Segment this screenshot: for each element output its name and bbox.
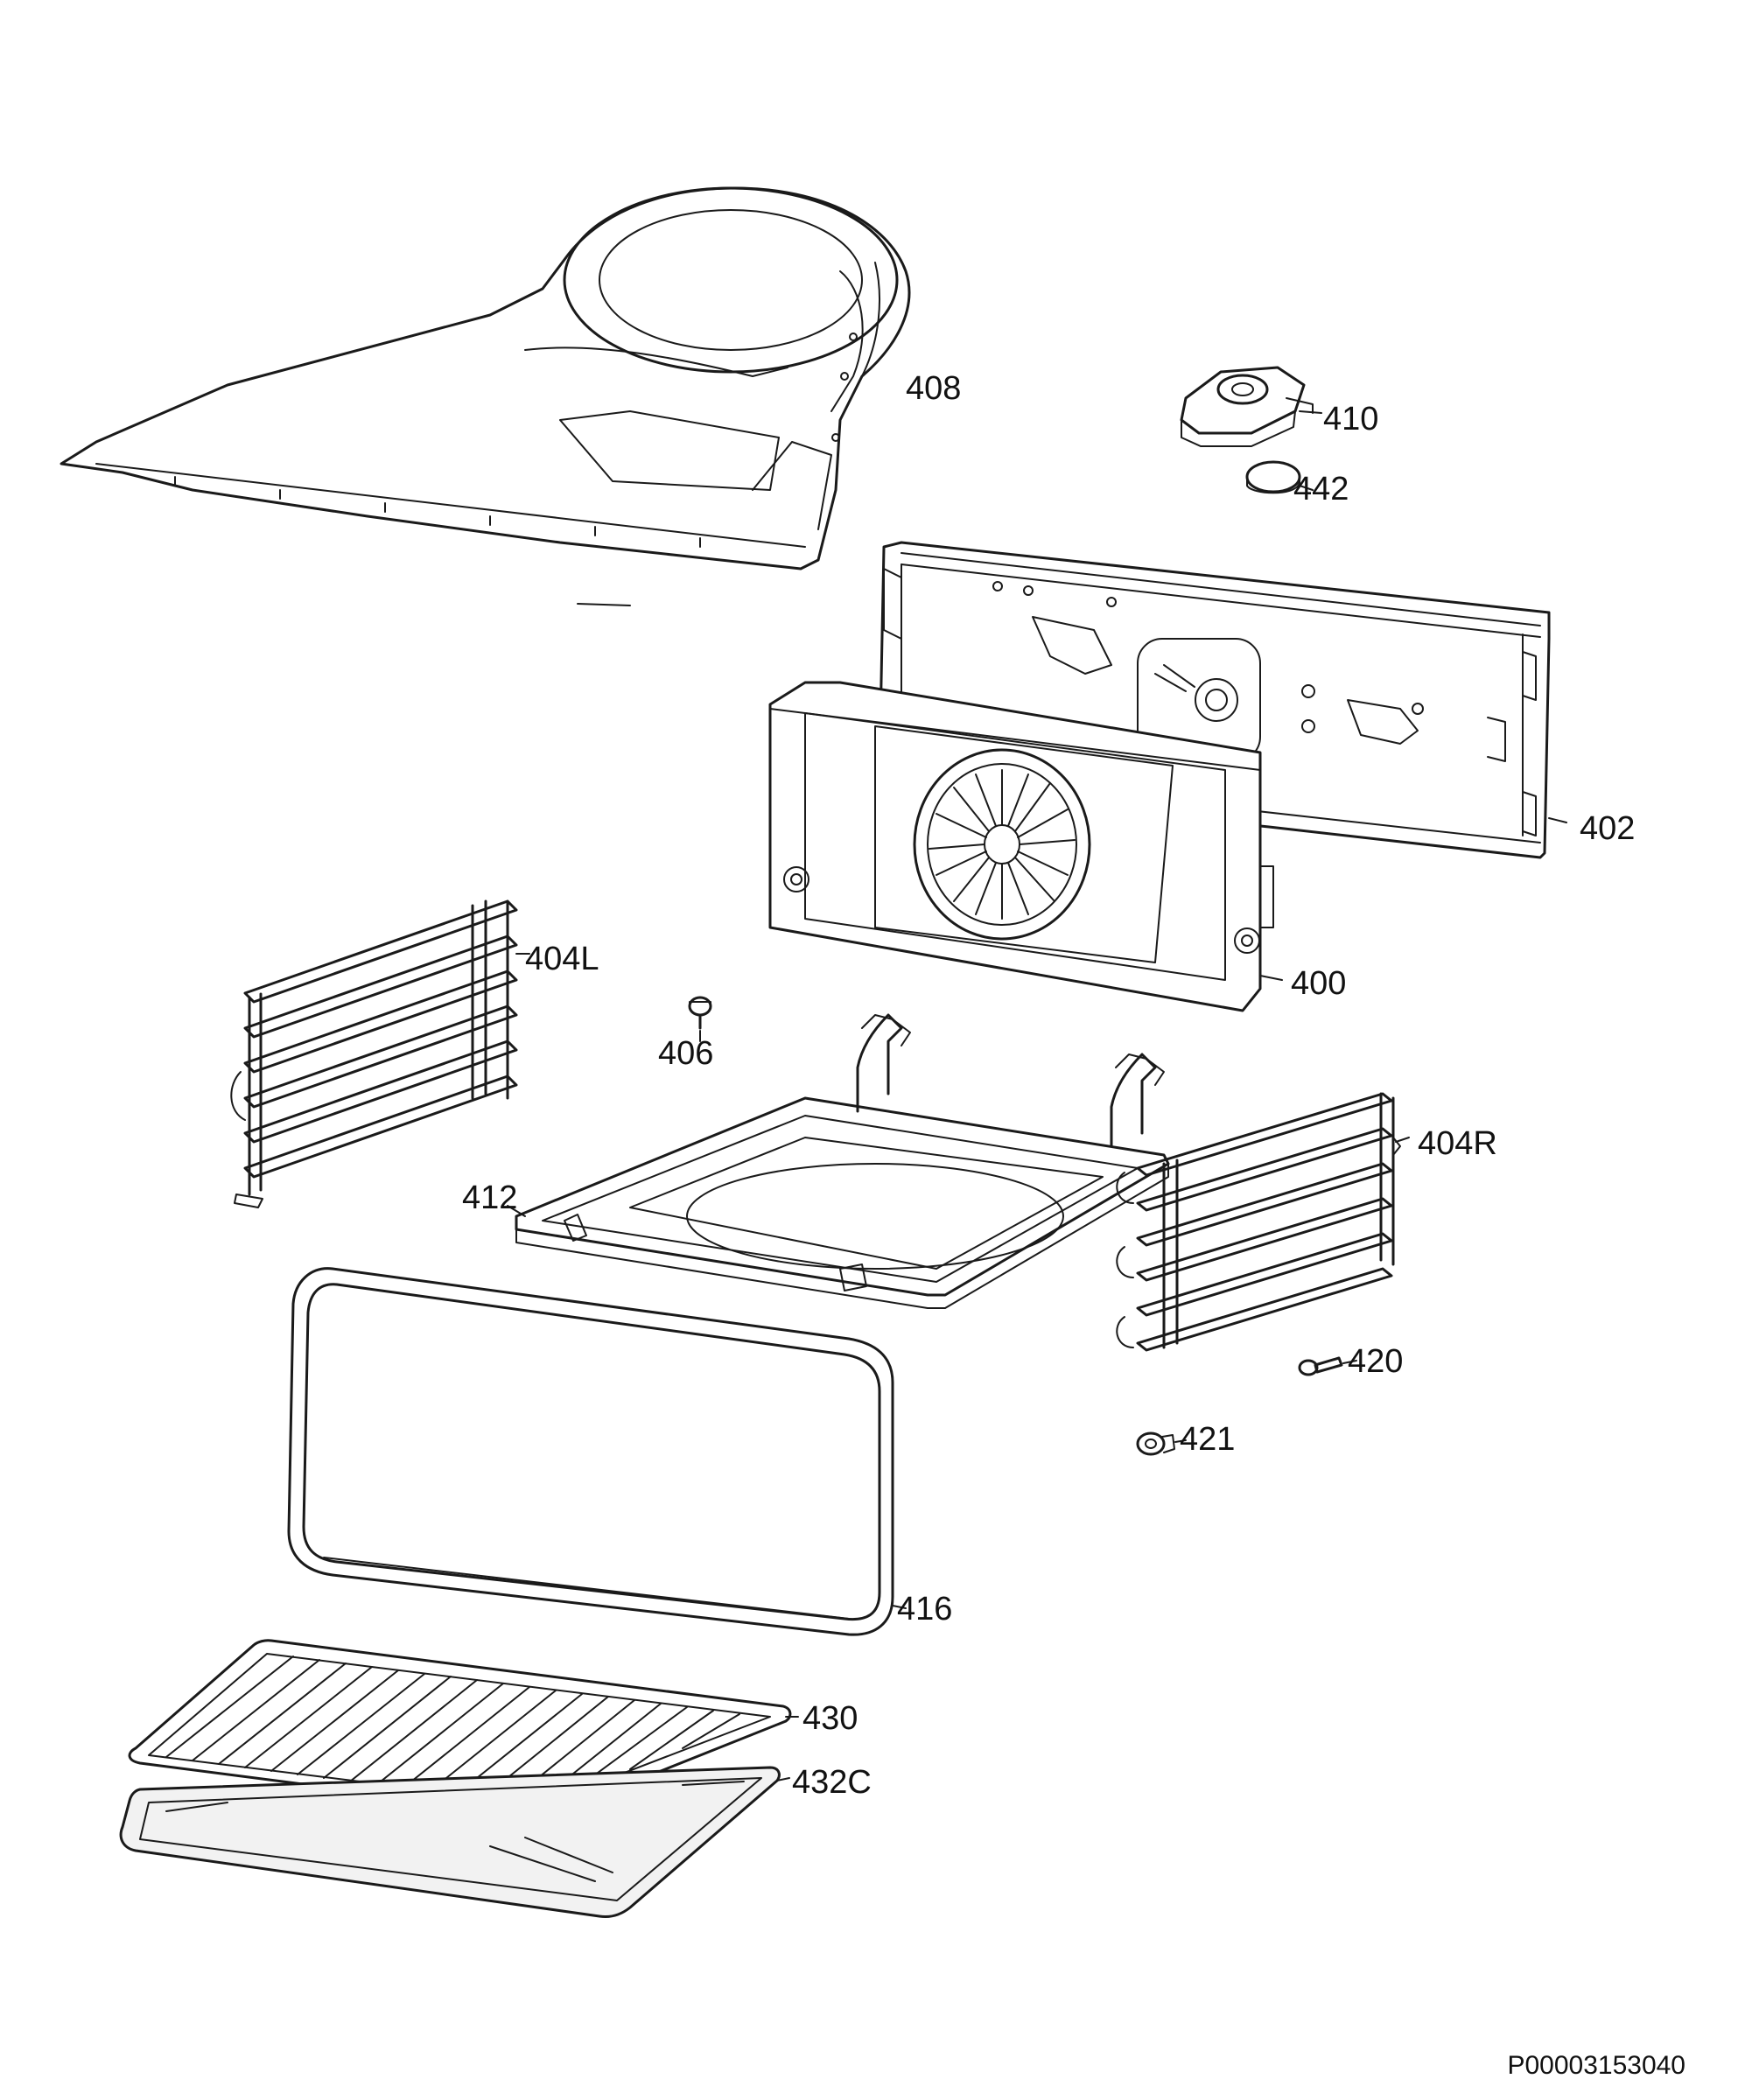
part-420-screw xyxy=(1298,1356,1343,1376)
part-406-clip xyxy=(688,996,712,1030)
callout-432C: 432C xyxy=(792,1764,872,1801)
part-400-fan-grille-panel xyxy=(768,681,1274,1012)
part-404R-right-shelf-runner xyxy=(1116,1092,1401,1352)
callout-410: 410 xyxy=(1323,401,1379,438)
callout-408: 408 xyxy=(906,370,962,407)
callout-430: 430 xyxy=(802,1700,858,1737)
part-412-heater-frame xyxy=(515,1013,1170,1309)
part-408-fan-duct-cover xyxy=(60,186,911,606)
callout-404L: 404L xyxy=(525,941,599,977)
part-432C-baking-tray xyxy=(119,1766,781,1918)
part-410-fan-motor xyxy=(1180,366,1314,447)
part-442-disc xyxy=(1245,460,1301,494)
reference-code: P00003153040 xyxy=(1507,2051,1685,2080)
leader-lines xyxy=(507,410,1567,1782)
callout-406: 406 xyxy=(658,1035,714,1072)
part-416-door-gasket xyxy=(287,1267,894,1636)
callout-420: 420 xyxy=(1348,1343,1404,1380)
callout-404R: 404R xyxy=(1418,1125,1497,1162)
callout-421: 421 xyxy=(1180,1421,1236,1458)
callout-442: 442 xyxy=(1293,471,1349,508)
callout-400: 400 xyxy=(1291,965,1347,1002)
grille-spokes xyxy=(929,769,1076,920)
callout-416: 416 xyxy=(897,1591,953,1628)
callout-412: 412 xyxy=(462,1180,518,1216)
callout-402: 402 xyxy=(1580,810,1636,847)
part-404L-left-shelf-runner xyxy=(230,900,518,1208)
part-421-nut xyxy=(1136,1432,1175,1456)
